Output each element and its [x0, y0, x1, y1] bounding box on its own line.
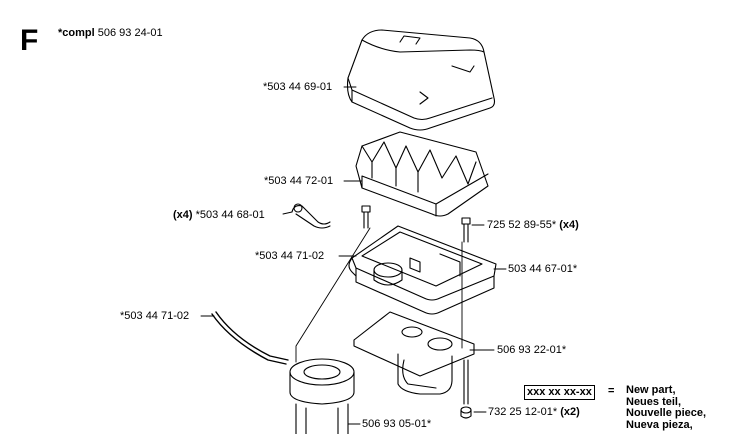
legend-text: New part, Neues teil, Nouvelle piece, Nu…	[626, 384, 707, 431]
label-screw-bottom-row: 732 25 12-01* (x2)	[488, 406, 580, 419]
label-holder: 503 44 67-01*	[508, 263, 578, 275]
label-bellow: 506 93 05-01*	[362, 418, 432, 430]
hose	[211, 311, 289, 365]
label-hose: *503 44 71-02	[120, 310, 190, 322]
screw-right	[461, 217, 471, 243]
screw-left	[361, 205, 371, 229]
legend-line-es: Nueva pieza,	[626, 418, 693, 431]
clip	[291, 203, 331, 229]
filter-holder	[348, 225, 497, 315]
legend-line-de: Neues teil,	[626, 395, 682, 408]
label-screw-top-row: 725 52 89-55* (x4)	[487, 219, 579, 232]
label-plate: 506 93 22-01*	[497, 344, 567, 356]
air-filter-element	[355, 131, 489, 217]
rubber-bellow	[289, 358, 355, 434]
label-clip-qty: (x4)	[173, 209, 193, 221]
label-filter: *503 44 72-01	[264, 175, 334, 187]
label-cover: *503 44 69-01	[263, 81, 333, 93]
screw-bottom	[460, 359, 472, 419]
intake-plate	[353, 311, 475, 395]
label-screw-bottom-qty: (x2)	[560, 406, 580, 418]
label-screw-bottom: 732 25 12-01*	[488, 406, 558, 418]
complete-assembly-number: *compl 506 93 24-01	[58, 27, 163, 40]
compl-number: 506 93 24-01	[97, 27, 163, 39]
leader-lines	[200, 86, 507, 425]
legend-line-fr: Nouvelle piece,	[626, 407, 707, 419]
label-screw-top: 725 52 89-55*	[487, 219, 557, 231]
label-screw-top-qty: (x4)	[559, 219, 579, 231]
label-clip: *503 44 68-01	[195, 209, 265, 221]
label-filter-base: *503 44 71-02	[255, 250, 325, 262]
label-clip-row: (x4) *503 44 68-01	[173, 209, 265, 222]
legend-part-number-box: xxx xx xx-xx	[524, 385, 595, 400]
legend-line-en: New part,	[626, 384, 676, 396]
compl-prefix: *compl	[58, 27, 95, 39]
section-letter: F	[20, 24, 39, 57]
legend-equals: =	[608, 385, 615, 397]
air-filter-cover	[346, 29, 496, 131]
